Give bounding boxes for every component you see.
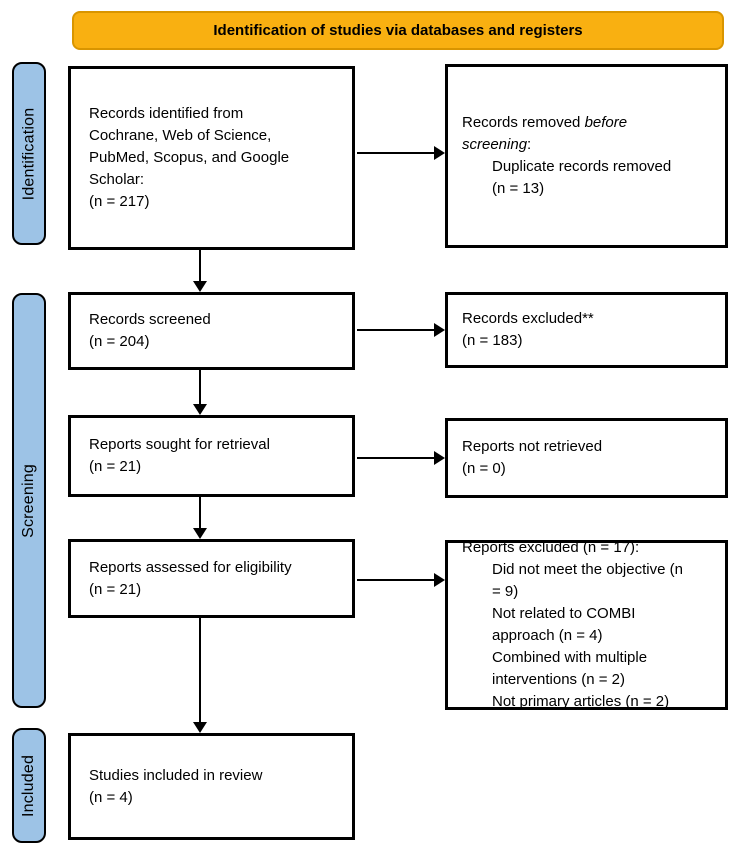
arrow-line [199, 250, 201, 282]
box-records-removed: Records removed before screening: Duplic… [445, 64, 728, 248]
arrow-right-icon [434, 146, 445, 160]
box-records-screened: Records screened (n = 204) [68, 292, 355, 370]
banner: Identification of studies via databases … [72, 11, 724, 50]
records-excluded-text: Records excluded** (n = 183) [462, 310, 594, 349]
arrow-line [357, 152, 434, 154]
box-reports-assessed: Reports assessed for eligibility (n = 21… [68, 539, 355, 618]
reports-assessed-text: Reports assessed for eligibility (n = 21… [89, 558, 292, 598]
reports-not-retrieved-text: Reports not retrieved (n = 0) [462, 438, 603, 477]
arrow-line [357, 457, 434, 459]
records-removed-line2-normal: : [527, 136, 532, 153]
box-reports-not-retrieved: Reports not retrieved (n = 0) [445, 418, 728, 498]
box-records-identified: Records identified from Cochrane, Web of… [68, 66, 355, 250]
stage-included-label: Included [20, 754, 37, 817]
records-screened-text: Records screened (n = 204) [89, 311, 211, 350]
studies-included-text: Studies included in review (n = 4) [89, 766, 263, 806]
reports-excluded-heading: Reports excluded (n = 17): [462, 539, 640, 556]
stage-identification-label: Identification [20, 107, 38, 200]
records-identified-text: Records identified from Cochrane, Web of… [89, 105, 290, 210]
arrow-right-icon [434, 323, 445, 337]
box-studies-included: Studies included in review (n = 4) [68, 733, 355, 840]
stage-included: Included [12, 728, 46, 843]
reports-sought-text: Reports sought for retrieval (n = 21) [89, 436, 270, 475]
arrow-down-icon [193, 281, 207, 292]
stage-screening: Screening [12, 293, 46, 708]
reports-excluded-detail: Did not meet the objective (n = 9) Not r… [492, 561, 683, 710]
arrow-down-icon [193, 722, 207, 733]
box-reports-excluded: Reports excluded (n = 17): Did not meet … [445, 539, 728, 710]
banner-title: Identification of studies via databases … [213, 22, 583, 39]
arrow-down-icon [193, 404, 207, 415]
arrow-line [199, 370, 201, 404]
arrow-line [357, 579, 434, 581]
records-removed-line1: Records removed before [462, 112, 719, 134]
records-removed-line1-normal: Records removed [462, 114, 585, 131]
records-removed-line1-italic: before [584, 114, 628, 131]
arrow-down-icon [193, 528, 207, 539]
records-removed-line2: screening: [462, 134, 719, 156]
box-reports-sought: Reports sought for retrieval (n = 21) [68, 415, 355, 497]
records-removed-line2-italic: screening [462, 136, 528, 153]
records-removed-detail: Duplicate records removed (n = 13) [492, 158, 672, 197]
arrow-right-icon [434, 451, 445, 465]
arrow-right-icon [434, 573, 445, 587]
stage-identification: Identification [12, 62, 46, 245]
stage-screening-label: Screening [20, 463, 38, 538]
arrow-line [199, 497, 201, 528]
arrow-line [199, 618, 201, 722]
arrow-line [357, 329, 434, 331]
box-records-excluded: Records excluded** (n = 183) [445, 292, 728, 368]
